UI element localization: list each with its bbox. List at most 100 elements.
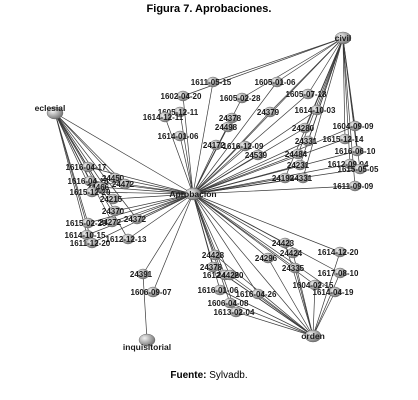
edge-aprobacion-n53 bbox=[192, 193, 221, 291]
node-n3: 1602-04-20 bbox=[161, 90, 202, 102]
node-marker-eclesial bbox=[46, 106, 64, 120]
node-n31: 1616-04-18 bbox=[68, 175, 109, 187]
node-label-n15: 24331 bbox=[295, 137, 318, 146]
node-n37: 24272 bbox=[99, 216, 122, 228]
node-marker-n21 bbox=[291, 148, 305, 160]
node-label-n32: 24466 bbox=[87, 183, 110, 192]
edge-orden-n46 bbox=[267, 257, 314, 337]
node-marker-n5 bbox=[235, 92, 249, 104]
node-n40: 1611-12-20 bbox=[70, 237, 111, 249]
node-marker-n40 bbox=[85, 237, 99, 249]
edge-aprobacion-n47 bbox=[192, 193, 341, 253]
edge-eclesial-n38 bbox=[54, 112, 88, 236]
node-label-n14: 1614-01-06 bbox=[158, 132, 199, 141]
node-label-n13: 1604-09-09 bbox=[333, 122, 374, 131]
node-label-n6: 1605-12-11 bbox=[158, 108, 199, 117]
node-n13: 1604-09-09 bbox=[333, 120, 374, 132]
node-n15: 24331 bbox=[295, 135, 318, 147]
node-n29: 24450 bbox=[102, 172, 125, 184]
node-label-n17: 24172 bbox=[203, 141, 226, 150]
node-label-n20: 1616-06-10 bbox=[335, 147, 376, 156]
node-marker-n1 bbox=[206, 76, 220, 88]
edge-aprobacion-n51 bbox=[192, 193, 226, 276]
node-n46: 24296 bbox=[255, 252, 278, 264]
edge-orden-n44 bbox=[214, 254, 314, 337]
node-n21: 24484 bbox=[285, 148, 308, 160]
node-label-n38: 1614-10-15 bbox=[65, 231, 106, 240]
edge-aprobacion-n18 bbox=[192, 145, 246, 195]
node-marker-n49 bbox=[286, 247, 300, 259]
edge-aprobacion-n34 bbox=[112, 193, 194, 200]
edge-aprobacion-n57 bbox=[192, 193, 231, 304]
node-marker-n7 bbox=[158, 111, 172, 123]
edge-orden-n51 bbox=[224, 274, 314, 337]
node-marker-n52 bbox=[333, 267, 347, 279]
node-label-n27: 1611-09-09 bbox=[333, 182, 374, 191]
node-label-n1: 1611-05-15 bbox=[191, 78, 232, 87]
edge-aprobacion-n6 bbox=[179, 111, 194, 195]
node-n52: 1617-08-10 bbox=[318, 267, 359, 279]
edge-aprobacion-n35 bbox=[114, 193, 194, 212]
edge-orden-n54 bbox=[312, 284, 316, 337]
edge-eclesial-n30 bbox=[54, 112, 126, 185]
node-n11: 24498 bbox=[215, 121, 238, 133]
edge-aprobacion-n11 bbox=[192, 126, 229, 195]
network-graph: Aprobacióncivileclesialinquisitorialorde… bbox=[35, 31, 379, 352]
edge-orden-n59 bbox=[229, 274, 314, 337]
node-marker-n37 bbox=[105, 216, 119, 228]
node-label-n21: 24484 bbox=[285, 150, 308, 159]
node-label-n10: 24378 bbox=[219, 114, 242, 123]
node-n54: 1604-02-15 bbox=[293, 279, 334, 291]
node-marker-n59 bbox=[223, 269, 237, 281]
node-n17: 24172 bbox=[203, 139, 226, 151]
node-label-n18: 1616-12-09 bbox=[223, 142, 264, 151]
node-label-n3: 1602-04-20 bbox=[161, 92, 202, 101]
node-marker-n10 bbox=[225, 112, 239, 124]
edge-aprobacion-n27 bbox=[192, 185, 356, 195]
node-marker-n15 bbox=[301, 135, 315, 147]
node-label-n50: 24335 bbox=[282, 264, 305, 273]
node-n12: 24280 bbox=[292, 122, 315, 134]
edge-aprobacion-n46 bbox=[192, 193, 269, 259]
node-label-n59: 24428 bbox=[217, 271, 240, 280]
node-label-n54: 1604-02-15 bbox=[293, 281, 334, 290]
node-n27: 1611-09-09 bbox=[333, 180, 374, 192]
node-marker-n19 bbox=[251, 149, 265, 161]
edge-aprobacion-n23 bbox=[192, 163, 351, 195]
node-n26: 24331 bbox=[290, 172, 313, 184]
edge-orden-n53 bbox=[219, 289, 314, 337]
node-marker-n2 bbox=[270, 76, 284, 88]
node-n34: 24215 bbox=[100, 193, 123, 205]
node-n56: 1614-04-19 bbox=[313, 286, 354, 298]
node-marker-n9 bbox=[310, 104, 324, 116]
node-label-n49: 24424 bbox=[280, 249, 303, 258]
node-n19: 24539 bbox=[245, 149, 268, 161]
node-label-n36: 1615-02-20 bbox=[66, 219, 107, 228]
node-marker-n22 bbox=[293, 159, 307, 171]
edge-aprobacion-n1 bbox=[192, 81, 214, 195]
node-n39: 24372 bbox=[124, 213, 147, 225]
node-n14: 1614-01-06 bbox=[158, 130, 199, 142]
node-aprobacion: Aprobación bbox=[169, 187, 217, 201]
node-n50: 24335 bbox=[282, 262, 305, 274]
node-marker-n8 bbox=[263, 106, 277, 118]
figure-caption: Fuente: Sylvadb. bbox=[0, 370, 418, 381]
edges-layer bbox=[54, 37, 361, 341]
edge-eclesial-n35 bbox=[54, 112, 116, 212]
node-label-n11: 24498 bbox=[215, 123, 238, 132]
node-n8: 24379 bbox=[257, 106, 280, 118]
node-n28: 1616-04-17 bbox=[66, 161, 107, 173]
node-marker-orden bbox=[304, 329, 322, 343]
node-label-n48: 24378 bbox=[200, 263, 223, 272]
node-n25: 24193 bbox=[272, 172, 295, 184]
node-label-n53: 1616-01-06 bbox=[198, 286, 239, 295]
node-n16: 1615-12-14 bbox=[323, 133, 364, 145]
caption-source: Sylvadb. bbox=[209, 370, 248, 381]
node-marker-n34 bbox=[106, 193, 120, 205]
edge-civil-n5 bbox=[241, 37, 344, 99]
edge-aprobacion-n33 bbox=[91, 191, 194, 195]
edge-orden-n56 bbox=[312, 291, 336, 337]
node-label-n31: 1616-04-18 bbox=[68, 177, 109, 186]
node-marker-n30 bbox=[118, 178, 132, 190]
node-n48: 24378 bbox=[200, 261, 223, 273]
